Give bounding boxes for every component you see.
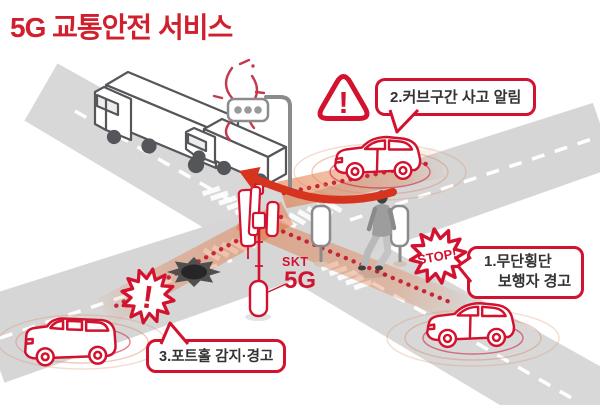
speech-bubble-curve: 2.커브구간 사고 알림 [375, 78, 537, 134]
traffic-light-pole [264, 95, 292, 191]
five-g-text: 5G [284, 266, 317, 294]
label-pointer-line [267, 283, 287, 293]
warning-triangle-icon: ! [317, 74, 370, 121]
pedestrian-figure [356, 190, 397, 278]
page-title: 5G 교통안전 서비스 [10, 12, 233, 43]
pedestrian-torso [372, 204, 392, 237]
jaywalk-callout-line2: 보행자 경고 [498, 272, 572, 290]
skt-5g-label: SKT 5G [282, 256, 316, 293]
pedestrian-shoe [358, 265, 366, 271]
pothole-callout-label: 3.포트홀 감지·경고 [159, 349, 274, 365]
alert-arrow-head [239, 167, 261, 190]
signal-beam-se [235, 208, 469, 324]
triangle-exclamation: ! [338, 85, 348, 120]
traffic-light-lamp [244, 106, 252, 114]
bubble-tail [456, 255, 473, 283]
pedestrian-signal-pole-right [389, 204, 410, 267]
signal-dots-se [241, 212, 455, 306]
truck-small [184, 117, 288, 189]
curve-callout-label: 2.커브구간 사고 알림 [390, 89, 522, 106]
bubble-tail [388, 108, 420, 134]
five-g-antenna-tower [237, 182, 287, 321]
jaywalk-callout-line1: 1.무단횡단 [484, 253, 552, 270]
pedestrian-signal-pole-left [310, 204, 332, 267]
pedestrian-shoe [375, 265, 383, 271]
pedestrian-arm [366, 206, 378, 232]
pothole-exclamation: ! [140, 278, 156, 315]
pedestrian-arm [387, 207, 397, 231]
speech-bubble-jaywalk: 1.무단횡단 보행자 경고 [456, 246, 585, 299]
antenna-base-pole [248, 279, 269, 318]
traffic-light-lamp [254, 106, 262, 114]
speech-bubble-pothole: 3.포트홀 감지·경고 [146, 321, 287, 373]
pedestrian-leg [375, 232, 392, 270]
traffic-light-lamp [234, 106, 242, 114]
stop-burst-icon: STOP! [404, 223, 472, 289]
mast-joint [255, 241, 263, 267]
bubble-tail [159, 321, 190, 345]
pothole [167, 257, 221, 287]
skt-brand-text: SKT [282, 255, 309, 269]
antenna-panel-right [265, 200, 280, 238]
antenna-junction-box [251, 211, 267, 230]
stop-text: STOP! [416, 246, 458, 268]
pedestrian-leg [360, 231, 381, 270]
pothole-burst-icon: ! [115, 262, 181, 330]
alert-arrow [239, 167, 397, 204]
